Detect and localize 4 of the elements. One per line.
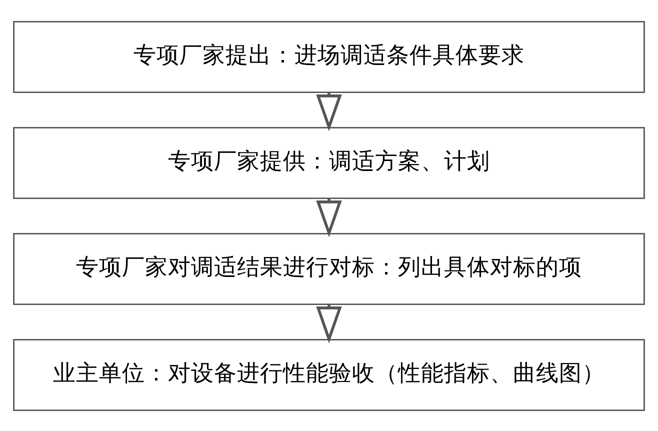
node-box: 专项厂家提供：调适方案、计划 bbox=[13, 126, 645, 199]
node-box: 业主单位：对设备进行性能验收（性能指标、曲线图） bbox=[13, 338, 645, 411]
node-box: 专项厂家对调适结果进行对标：列出具体对标的项 bbox=[13, 232, 645, 305]
node-box: 专项厂家提出：进场调适条件具体要求 bbox=[13, 20, 645, 93]
